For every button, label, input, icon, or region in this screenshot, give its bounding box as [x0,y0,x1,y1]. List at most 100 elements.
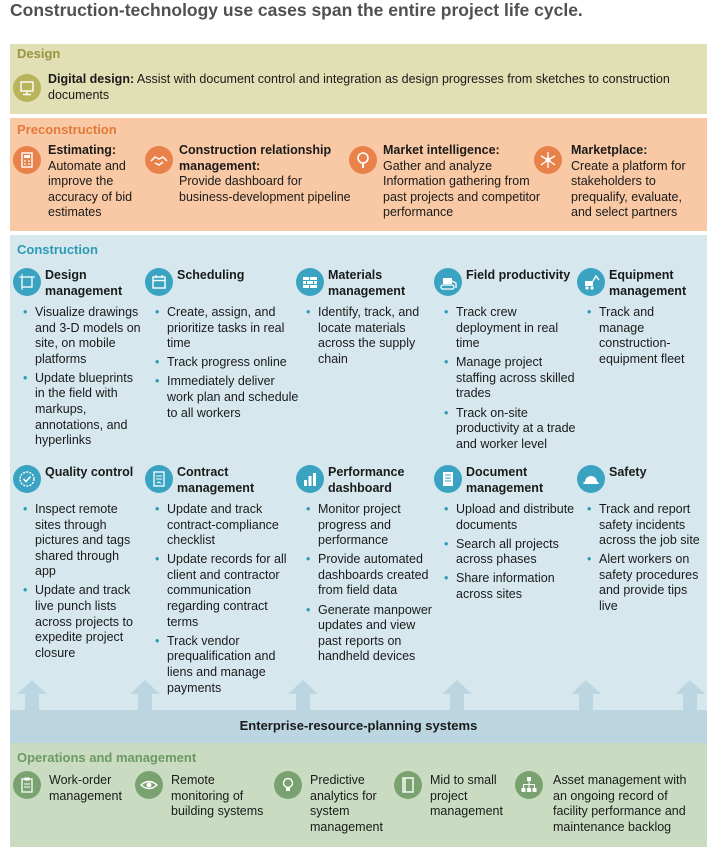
list-item: Track vendor prequalification and liens … [155,634,300,696]
crm-text: Construction relationship management: Pr… [179,143,354,205]
list-item: Track crew deployment in real time [444,305,584,352]
quality-control-title: Quality control [45,465,134,479]
list-item: Alert workers on safety procedures and p… [587,552,702,614]
quality-check-icon [13,465,41,493]
design-band: Design Digital design: Assist with docum… [10,44,707,114]
digital-design-title: Digital design: [48,72,135,86]
clipboard-icon [13,771,41,799]
materials-management-list: Identify, track, and locate materials ac… [306,305,431,371]
bulldozer-icon [434,268,462,296]
eye-icon [135,771,163,799]
bricks-icon [296,268,324,296]
list-item: Manage project staffing across skilled t… [444,355,584,402]
work-order-text: Work-order management [49,773,122,803]
contract-management-list: Update and track contract-compliance che… [155,502,300,700]
list-item: Update and track live punch lists across… [23,583,143,661]
digital-design-desc: Assist with document control and integra… [48,72,670,102]
org-chart-icon [515,771,543,799]
crm-desc: Provide dashboard for business-developme… [179,174,351,204]
handshake-icon [145,146,173,174]
list-item: Upload and distribute documents [444,502,579,533]
safety-title: Safety [609,465,647,479]
market-intelligence-text: Market intelligence: Gather and analyze … [383,143,543,221]
materials-management-title: Materials management [328,268,406,298]
network-icon [534,146,562,174]
crm-title: Construction relationship management: [179,143,332,173]
marketplace-desc: Create a platform for stakeholders to pr… [571,158,686,220]
list-item: Immediately deliver work plan and schedu… [155,374,300,421]
estimating-desc: Automate and improve the accuracy of bid… [48,158,133,220]
list-item: Identify, track, and locate materials ac… [306,305,431,367]
design-label: Design [17,46,61,61]
up-arrow-icon [130,680,160,710]
list-item: Update blueprints in the field with mark… [23,371,143,449]
construction-band: Construction Design management Visualize… [10,235,707,710]
project-management-text: Mid to small project management [430,773,503,819]
equipment-management-list: Track and manage construction-equipment … [587,305,702,371]
predictive-analytics-text: Predictive analytics for system manageme… [310,773,383,834]
remote-monitoring-text: Remote monitoring of building systems [171,773,264,819]
list-item: Inspect remote sites through pictures an… [23,502,143,580]
operations-label: Operations and management [17,750,197,765]
document-management-title: Document management [466,465,544,495]
construction-label: Construction [17,242,98,257]
asset-management-text: Asset management with an ongoing record … [553,773,687,834]
monitor-icon [13,74,41,102]
erp-band: Enterprise-resource-planning systems [10,710,707,743]
list-item: Share information across sites [444,571,579,602]
contract-management-title: Contract management [177,465,255,495]
digital-design-text: Digital design: Assist with document con… [48,72,698,103]
field-productivity-list: Track crew deployment in real time Manag… [444,305,584,456]
design-management-title: Design management [45,268,123,298]
lightbulb-icon [274,771,302,799]
list-item: Create, assign, and prioritize tasks in … [155,305,300,352]
list-item: Update records for all client and contra… [155,552,300,630]
quality-control-list: Inspect remote sites through pictures an… [23,502,143,665]
list-item: Monitor project progress and performance [306,502,436,549]
performance-dashboard-list: Monitor project progress and performance… [306,502,436,668]
equipment-management-title: Equipment management [609,268,687,298]
list-item: Provide automated dashboards created fro… [306,552,436,599]
binder-icon [394,771,422,799]
up-arrow-icon [675,680,705,710]
page-title: Construction-technology use cases span t… [10,0,583,20]
magnifier-icon [349,146,377,174]
list-item: Generate manpower updates and view past … [306,603,436,665]
bar-chart-icon [296,465,324,493]
list-item: Visualize drawings and 3-D models on sit… [23,305,143,367]
list-item: Search all projects across phases [444,537,579,568]
up-arrow-icon [571,680,601,710]
list-item: Track and report safety incidents across… [587,502,702,549]
up-arrow-icon [17,680,47,710]
performance-dashboard-title: Performance dashboard [328,465,405,495]
scheduling-list: Create, assign, and prioritize tasks in … [155,305,300,425]
marketplace-title: Marketplace: [571,143,648,157]
erp-label: Enterprise-resource-planning systems [239,718,478,733]
market-intelligence-title: Market intelligence: [383,143,500,157]
document-management-list: Upload and distribute documents Search a… [444,502,579,606]
operations-band: Operations and management Work-order man… [10,743,707,847]
list-item: Track progress online [155,355,300,371]
design-management-list: Visualize drawings and 3-D models on sit… [23,305,143,452]
hard-hat-icon [577,465,605,493]
design-cube-icon [13,268,41,296]
scheduling-title: Scheduling [177,268,245,282]
document-icon [434,465,462,493]
marketplace-text: Marketplace: Create a platform for stake… [571,143,701,221]
up-arrow-icon [288,680,318,710]
calculator-icon [13,146,41,174]
preconstruction-label: Preconstruction [17,122,117,137]
excavator-icon [577,268,605,296]
up-arrow-icon [442,680,472,710]
market-intelligence-desc: Gather and analyze Information gathering… [383,158,541,220]
estimating-title: Estimating: [48,143,117,157]
list-item: Track and manage construction-equipment … [587,305,702,367]
calendar-icon [145,268,173,296]
preconstruction-band: Preconstruction Estimating: Automate and… [10,118,707,231]
list-item: Update and track contract-compliance che… [155,502,300,549]
contract-icon [145,465,173,493]
estimating-text: Estimating: Automate and improve the acc… [48,143,143,221]
field-productivity-title: Field productivity [466,268,571,282]
safety-list: Track and report safety incidents across… [587,502,702,618]
list-item: Track on-site productivity at a trade an… [444,406,584,453]
